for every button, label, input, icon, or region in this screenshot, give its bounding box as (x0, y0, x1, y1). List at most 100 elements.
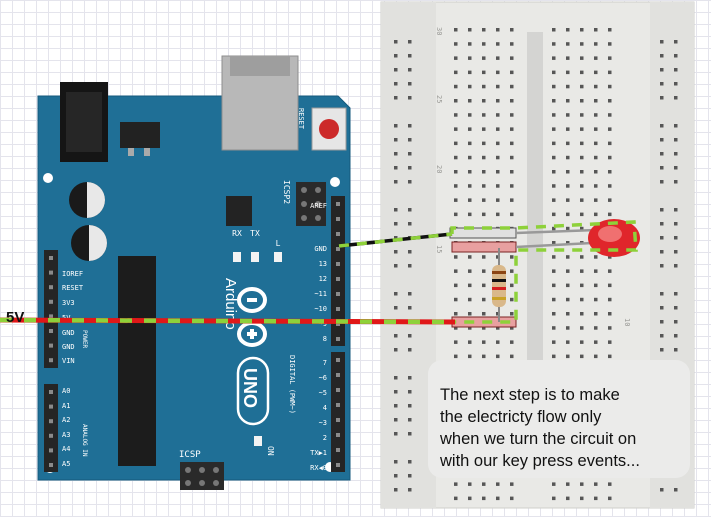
breadboard-hole (496, 482, 500, 486)
breadboard-hole (482, 212, 486, 217)
breadboard-hole (674, 82, 678, 86)
breadboard-hole (496, 70, 500, 75)
header-pin (336, 403, 340, 407)
breadboard-hole (510, 496, 514, 501)
breadboard-hole (580, 283, 584, 288)
breadboard-hole (580, 127, 584, 131)
breadboard-hole (674, 292, 678, 296)
breadboard-hole (566, 56, 570, 60)
header-pin (336, 373, 340, 377)
breadboard-hole (674, 264, 678, 268)
breadboard-hole (660, 236, 664, 240)
pin-label-aref: AREF (310, 202, 327, 210)
breadboard-hole (608, 198, 612, 202)
breadboard-hole (454, 212, 458, 217)
breadboard-hole (468, 42, 472, 46)
breadboard-hole (408, 474, 412, 478)
pin-label-a4: A4 (62, 445, 70, 453)
breadboard-hole (468, 496, 472, 501)
breadboard-hole (674, 166, 678, 170)
breadboard-hole (482, 482, 486, 486)
arduino-uno-board: RESET ICSP2 RX TX L Ar (37, 55, 351, 490)
breadboard-hole (510, 99, 514, 103)
header-pin (336, 202, 340, 206)
header-pin (336, 307, 340, 311)
breadboard-hole (608, 496, 612, 501)
header-pin (336, 448, 340, 452)
analog-header (44, 384, 58, 472)
breadboard-hole (552, 312, 556, 316)
pin-label-13: 13 (319, 260, 327, 268)
mounting-hole (43, 173, 53, 183)
breadboard-hole (660, 250, 664, 254)
breadboard-hole (468, 354, 472, 359)
breadboard-hole (454, 84, 458, 89)
breadboard-hole (674, 180, 678, 184)
breadboard-hole (580, 354, 584, 359)
breadboard-hole (408, 404, 412, 408)
breadboard-hole (674, 96, 678, 100)
breadboard-hole (408, 306, 412, 310)
power-header (44, 250, 58, 368)
breadboard-hole (482, 113, 486, 117)
breadboard-hole (394, 138, 398, 142)
breadboard-hole (552, 42, 556, 46)
breadboard-hole (468, 312, 472, 316)
breadboard-hole (454, 42, 458, 46)
breadboard-hole (394, 348, 398, 352)
breadboard-hole (482, 184, 486, 188)
pin-label-gnd-2: GND (62, 343, 75, 351)
breadboard-hole (408, 390, 412, 394)
breadboard-hole (660, 320, 664, 324)
icsp-label: ICSP (179, 450, 201, 460)
breadboard-hole (580, 326, 584, 330)
breadboard-hole (496, 198, 500, 202)
breadboard-hole (594, 99, 598, 103)
pin-label-a3: A3 (62, 431, 70, 439)
breadboard-hole (660, 348, 664, 352)
wires (0, 220, 638, 325)
breadboard-hole (454, 141, 458, 146)
breadboard-hole (510, 141, 514, 146)
breadboard-hole (510, 184, 514, 188)
breadboard-hole (468, 198, 472, 202)
breadboard-hole (510, 326, 514, 330)
breadboard-hole (482, 198, 486, 202)
breadboard-hole (552, 56, 556, 60)
breadboard-hole (674, 54, 678, 58)
pin-label-a5: A5 (62, 460, 70, 468)
breadboard-hole (566, 141, 570, 146)
header-pin (49, 299, 53, 304)
breadboard-hole (566, 170, 570, 174)
breadboard-hole (580, 226, 584, 231)
breadboard-hole (454, 340, 458, 344)
pin-label-8: 8 (323, 335, 327, 343)
breadboard-hole (608, 340, 612, 344)
header-pin-holes (49, 202, 340, 467)
header-pin (49, 285, 53, 290)
breadboard-hole (510, 56, 514, 60)
breadboard-hole (660, 180, 664, 184)
breadboard-hole (594, 255, 598, 259)
row-number-20: 20 (435, 165, 443, 173)
breadboard-hole (454, 99, 458, 103)
pin-label-a0: A0 (62, 387, 70, 395)
breadboard-hole (552, 241, 556, 245)
breadboard-hole (566, 155, 570, 160)
circuit-path-highlight (450, 220, 638, 324)
header-pin (336, 232, 340, 236)
breadboard-hole (482, 312, 486, 316)
breadboard-hole (608, 70, 612, 75)
breadboard-hole (482, 84, 486, 89)
breadboard-hole (566, 42, 570, 46)
breadboard-hole (674, 348, 678, 352)
breadboard-hole (608, 326, 612, 330)
breadboard-hole (674, 124, 678, 128)
breadboard-hole (552, 496, 556, 501)
breadboard-hole (408, 166, 412, 170)
breadboard-hole (394, 96, 398, 100)
breadboard-hole (660, 488, 664, 492)
breadboard-hole (566, 113, 570, 117)
breadboard-hole (482, 283, 486, 288)
header-pin (49, 390, 53, 394)
